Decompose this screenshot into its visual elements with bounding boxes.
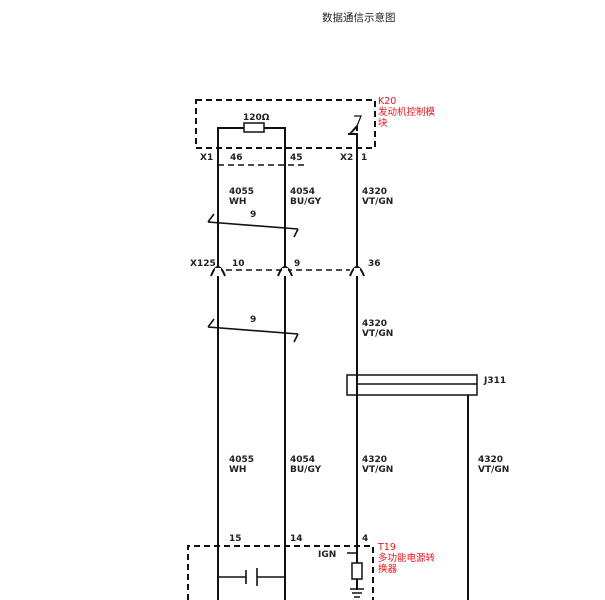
t19-pin-14: 14 <box>290 534 303 544</box>
x1-label: X1 <box>200 153 213 163</box>
k20-name-line1: 发动机控制模 <box>378 106 436 118</box>
wire-4054-color-bottom: BU/GY <box>290 465 322 475</box>
k20-code: K20 <box>378 96 396 107</box>
x1-pin-45: 45 <box>290 153 303 163</box>
t19-name-line2: 换器 <box>378 563 398 575</box>
j311-splice: J311 <box>346 374 506 600</box>
termination-resistor: 120Ω <box>217 113 286 148</box>
resistor-body <box>243 122 265 133</box>
resistor-value: 120Ω <box>243 113 270 123</box>
t19-ign-label: IGN <box>318 550 336 560</box>
k20-boundary <box>195 99 376 149</box>
wire-4055-num-top: 4055 <box>229 187 254 197</box>
wire-4320-num-mid: 4320 <box>362 319 387 329</box>
t19-name-line1: 多功能电源转 <box>378 552 436 564</box>
x2-label: X2 <box>340 153 353 163</box>
twist-label-top: 9 <box>250 210 256 220</box>
wire-4055-color-top: WH <box>229 197 246 207</box>
t19-pin-4: 4 <box>362 534 368 544</box>
wire-4320-branch-num: 4320 <box>478 455 503 465</box>
wire-4320-num-top: 4320 <box>362 187 387 197</box>
twist-marker-top <box>207 221 299 230</box>
t19-resistor <box>351 562 363 580</box>
j311-body <box>346 374 478 396</box>
k20-switch <box>348 115 362 148</box>
wire-4054-num-top: 4054 <box>290 187 315 197</box>
x125-connector: X125 10 9 36 <box>190 259 381 290</box>
wire-4055-color-bottom: WH <box>229 465 246 475</box>
twist-marker-bottom <box>207 326 299 335</box>
wire-4320-color-bottom: VT/GN <box>362 465 393 475</box>
twist-label-bottom: 9 <box>250 315 256 325</box>
wire-4320-color-top: VT/GN <box>362 197 393 207</box>
k20-module: K20 发动机控制模 块 <box>195 96 436 149</box>
wire-4320-branch-color: VT/GN <box>478 465 509 475</box>
diagram-title: 数据通信示意图 <box>322 11 396 24</box>
x2-pin-1: 1 <box>361 153 367 163</box>
x125-label: X125 <box>190 259 216 269</box>
t19-code: T19 <box>377 542 396 553</box>
wire-4054-color-top: BU/GY <box>290 197 322 207</box>
t19-boundary <box>187 545 374 600</box>
wire-4320-color-mid: VT/GN <box>362 329 393 339</box>
t19-module: 15 14 4 T19 多功能电源转 换器 IGN <box>187 534 436 600</box>
k20-name-line2: 块 <box>378 117 388 129</box>
wire-4320-num-bottom: 4320 <box>362 455 387 465</box>
x125-pin-10: 10 <box>232 259 245 269</box>
x1-pin-46: 46 <box>230 153 243 163</box>
x125-pin-36: 36 <box>368 259 381 269</box>
wire-4055-num-bottom: 4055 <box>229 455 254 465</box>
x125-pin-9: 9 <box>294 259 300 269</box>
j311-label: J311 <box>483 376 506 386</box>
wire-4054-num-bottom: 4054 <box>290 455 315 465</box>
t19-pin-15: 15 <box>229 534 242 544</box>
